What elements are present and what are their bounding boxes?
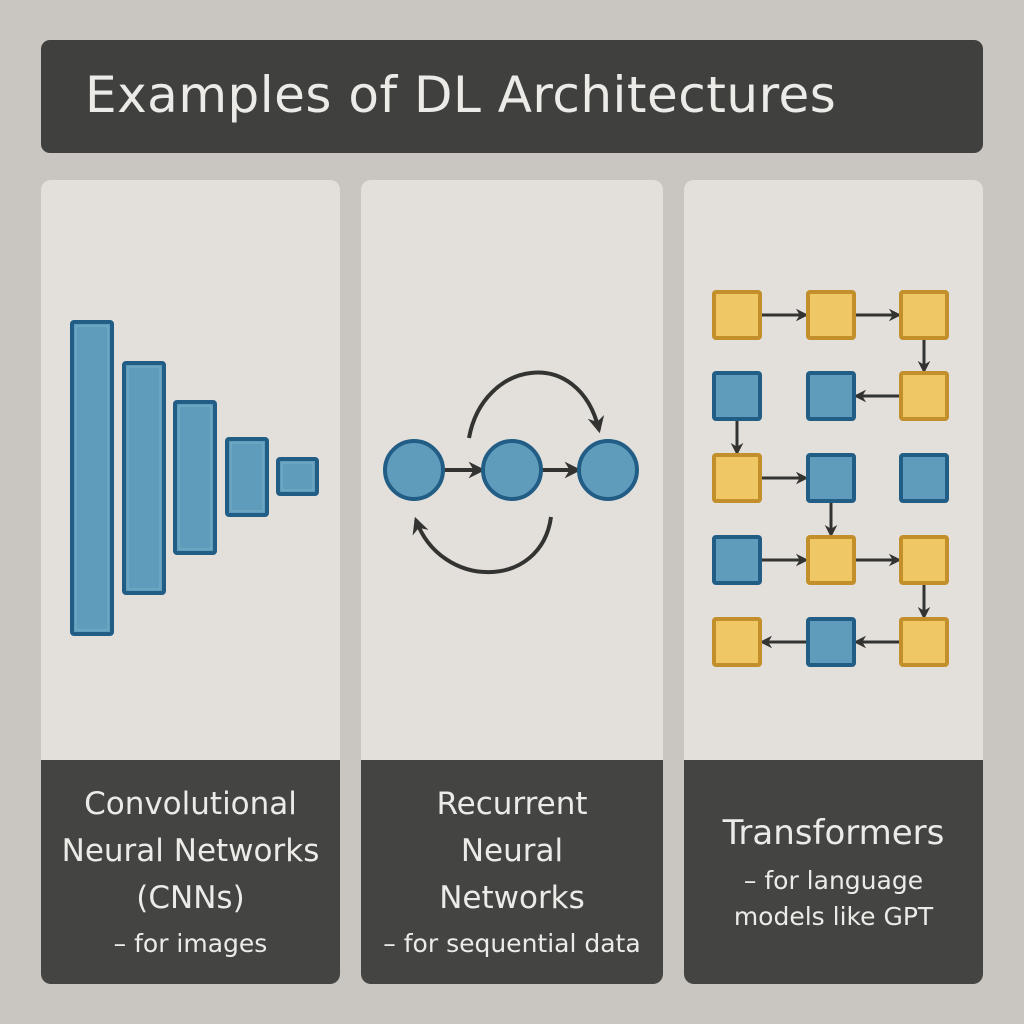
cnn-layer-inner bbox=[281, 462, 314, 491]
cnn-layer bbox=[173, 400, 217, 555]
rnn-title-line: Recurrent bbox=[436, 785, 588, 822]
transformer-block-yellow bbox=[899, 617, 949, 667]
panel-cnn: Convolutional Neural Networks (CNNs) – f… bbox=[41, 180, 340, 984]
transformer-block-blue bbox=[712, 535, 762, 585]
cnn-layer-inner bbox=[75, 325, 109, 631]
rnn-title-line: Networks bbox=[439, 879, 585, 916]
cnn-layer-inner bbox=[178, 405, 212, 550]
rnn-loop-arrow-top bbox=[467, 370, 605, 439]
caption-transformer: Transformers – for language models like … bbox=[684, 760, 983, 984]
cnn-layer-inner bbox=[230, 442, 264, 512]
rnn-node bbox=[481, 439, 543, 501]
transformer-block-blue bbox=[712, 371, 762, 421]
transformer-block-blue bbox=[806, 371, 856, 421]
cnn-layer bbox=[70, 320, 114, 636]
rnn-node bbox=[383, 439, 445, 501]
transformer-diagram bbox=[712, 290, 949, 667]
transformer-block-yellow bbox=[806, 290, 856, 340]
rnn-loop-arrow-bottom bbox=[412, 516, 553, 575]
cnn-layer-inner bbox=[127, 366, 161, 590]
caption-cnn: Convolutional Neural Networks (CNNs) – f… bbox=[41, 760, 340, 984]
cnn-title-line: (CNNs) bbox=[136, 879, 245, 916]
rnn-subtitle: – for sequential data bbox=[383, 928, 641, 958]
transformer-block-yellow bbox=[899, 371, 949, 421]
transformer-block-yellow bbox=[806, 535, 856, 585]
cnn-layer bbox=[122, 361, 166, 595]
transformer-subtitle-line: models like GPT bbox=[733, 901, 934, 931]
panel-rnn: Recurrent Neural Networks – for sequenti… bbox=[361, 180, 663, 984]
transformer-subtitle: – for language models like GPT bbox=[734, 863, 933, 935]
rnn-title-line: Neural bbox=[460, 832, 564, 869]
transformer-block-yellow bbox=[899, 290, 949, 340]
transformer-block-yellow bbox=[712, 290, 762, 340]
cnn-title-line: Neural Networks bbox=[61, 832, 320, 869]
caption-rnn: Recurrent Neural Networks – for sequenti… bbox=[361, 760, 663, 984]
transformer-block-yellow bbox=[712, 617, 762, 667]
cnn-title-line: Convolutional bbox=[84, 785, 297, 822]
transformer-block-yellow bbox=[712, 453, 762, 503]
cnn-title: Convolutional Neural Networks (CNNs) bbox=[62, 781, 320, 922]
rnn-node bbox=[577, 439, 639, 501]
page-title: Examples of DL Architectures bbox=[85, 66, 837, 124]
transformer-subtitle-line: – for language bbox=[743, 865, 924, 895]
rnn-diagram bbox=[383, 370, 639, 575]
transformer-block-blue bbox=[806, 617, 856, 667]
transformer-block-blue bbox=[806, 453, 856, 503]
cnn-subtitle: – for images bbox=[113, 928, 268, 958]
panel-transformer: Transformers – for language models like … bbox=[684, 180, 983, 984]
transformer-block-blue bbox=[899, 453, 949, 503]
header-banner: Examples of DL Architectures bbox=[41, 40, 983, 153]
cnn-layer bbox=[276, 457, 319, 496]
cnn-layer bbox=[225, 437, 269, 517]
transformer-block-yellow bbox=[899, 535, 949, 585]
transformer-title: Transformers bbox=[722, 812, 945, 853]
rnn-title: Recurrent Neural Networks bbox=[436, 781, 587, 922]
cnn-diagram bbox=[70, 320, 319, 636]
